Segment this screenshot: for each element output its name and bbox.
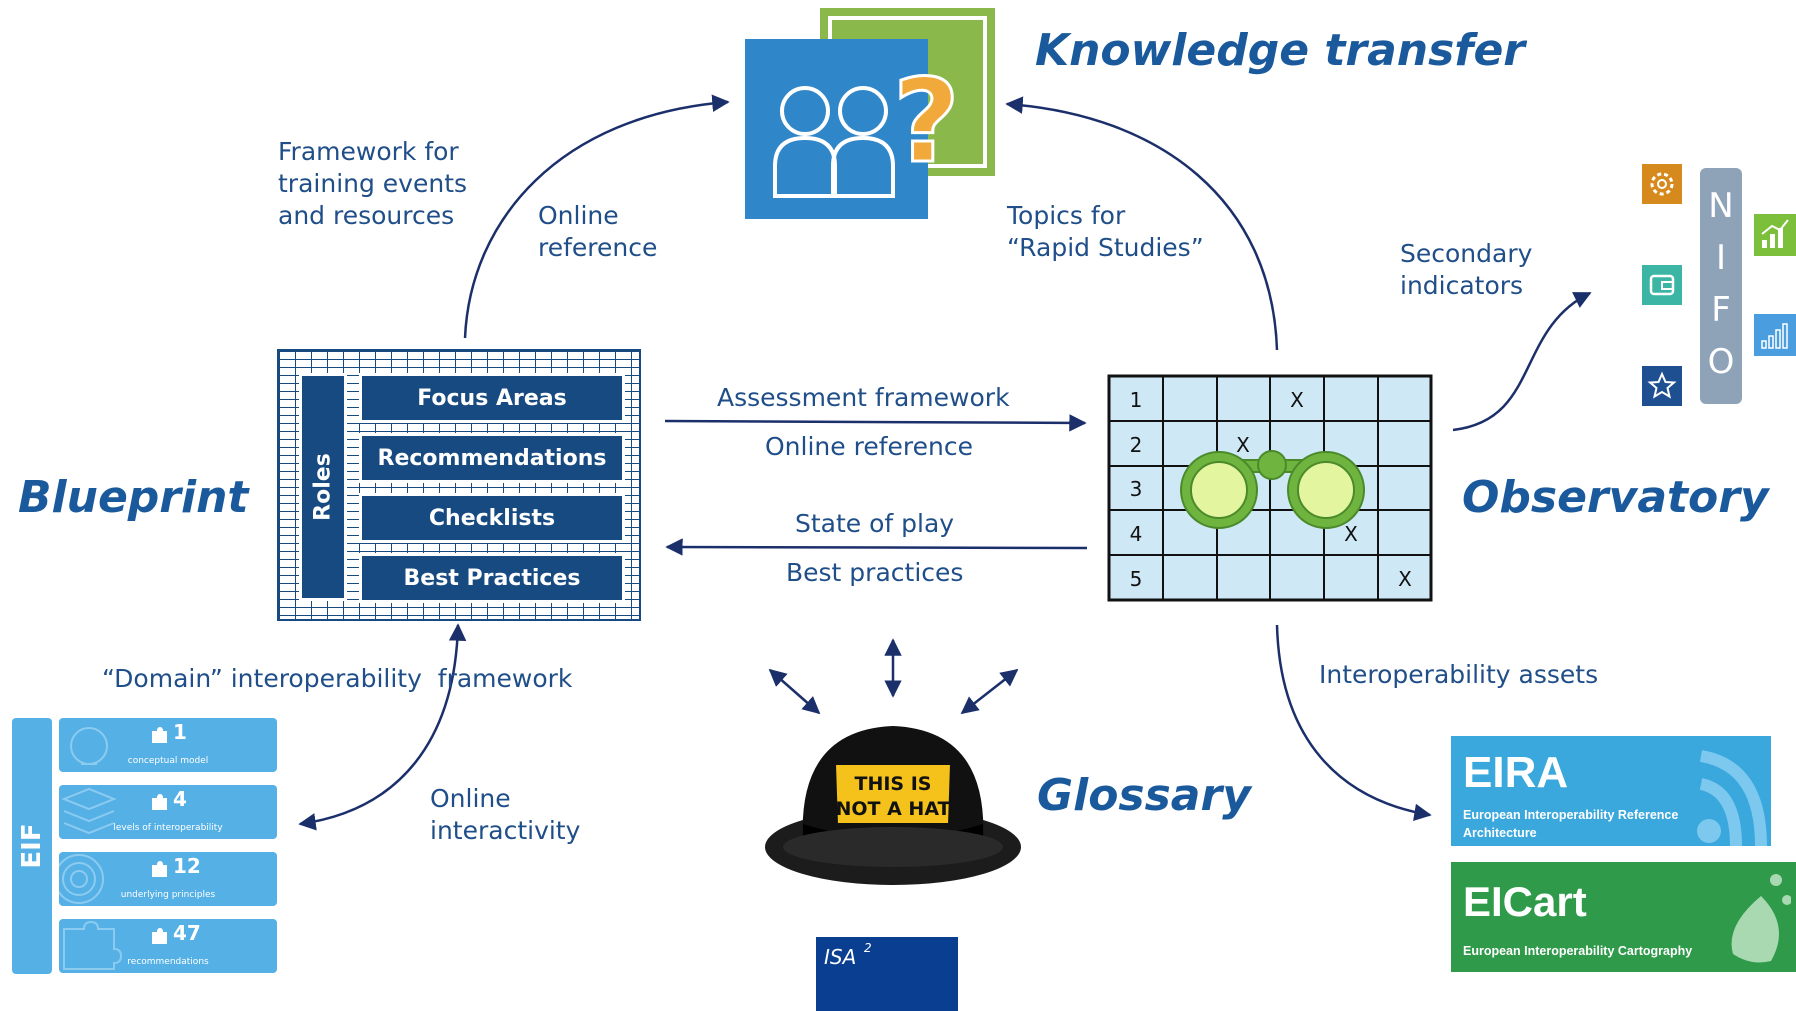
label-online-reference-top: Online reference <box>538 201 658 262</box>
title-glossary: Glossary <box>1037 770 1251 821</box>
eicart-logo: EICart European Interoperability Cartogr… <box>1451 862 1796 972</box>
nifo-letter: O <box>1707 342 1735 382</box>
blueprint-item-focus-areas: Focus Areas <box>359 373 625 423</box>
label-assessment-framework: Assessment framework <box>717 383 1010 412</box>
leaf-icon <box>1731 874 1791 963</box>
grid-row-label: 1 <box>1130 388 1143 412</box>
isa-superscript: 2 <box>864 941 872 955</box>
puzzle-icon <box>152 861 167 877</box>
nifo-letter: N <box>1708 186 1734 226</box>
arrow-blueprint-eif <box>298 623 467 831</box>
wallet-icon <box>1642 265 1682 305</box>
gear-icon <box>1642 164 1682 204</box>
signal-waves-icon <box>1697 750 1767 846</box>
arrow-blueprint-to-observatory <box>664 414 1087 432</box>
puzzle-icon <box>152 928 167 944</box>
label-best-practices: Best practices <box>786 558 964 587</box>
hat-sign-line2: NOT A HAT <box>835 798 950 820</box>
observatory-grid: 1 2 3 4 5 X X X X <box>1107 374 1433 602</box>
question-mark-icon: ? <box>893 55 960 189</box>
grid-mark: X <box>1290 388 1304 412</box>
label-online-interactivity: Online interactivity <box>430 784 581 845</box>
grid-row-label: 4 <box>1130 522 1143 546</box>
arrow-observatory-to-assets <box>1275 624 1432 822</box>
title-observatory: Observatory <box>1462 472 1769 523</box>
roles-label: Roles <box>310 453 336 521</box>
label-topics-rapid-studies: Topics for “Rapid Studies” <box>1007 201 1204 262</box>
eira-title: EIRA <box>1463 748 1569 797</box>
eif-card-caption: levels of interoperability <box>113 823 223 833</box>
eif-card-number: 4 <box>173 787 187 811</box>
eif-card: 12 underlying principles <box>59 852 277 906</box>
isa-logo: ISA 2 <box>816 937 958 1011</box>
arrow-hat-left <box>768 668 821 715</box>
isa-text: ISA <box>824 945 857 969</box>
eif-card-caption: recommendations <box>127 957 209 967</box>
bowler-hat-icon: THIS IS NOT A HAT <box>765 726 1021 885</box>
roles-bar: Roles <box>299 373 347 601</box>
label-online-reference-mid: Online reference <box>765 432 973 461</box>
nifo-bar: N I F O <box>1700 168 1742 404</box>
blueprint-item-checklists: Checklists <box>359 493 625 543</box>
eicart-subtitle: European Interoperability Cartography <box>1463 944 1693 958</box>
eira-logo: EIRA European Interoperability Reference… <box>1451 736 1771 846</box>
grid-row-label: 3 <box>1130 477 1143 501</box>
puzzle-icon <box>152 794 167 810</box>
binoculars-icon <box>1180 450 1365 529</box>
layers-icon <box>61 787 117 835</box>
label-framework-training: Framework for training events and resour… <box>278 137 468 230</box>
eif-card-caption: conceptual model <box>127 756 209 766</box>
label-secondary-indicators: Secondary indicators <box>1400 239 1533 300</box>
eif-label: EIF <box>17 823 47 869</box>
grid-mark: X <box>1236 433 1250 457</box>
grid-mark: X <box>1398 567 1412 591</box>
blueprint-item-best-practices: Best Practices <box>359 553 625 603</box>
eicart-title: EICart <box>1463 878 1587 925</box>
eif-card: 4 levels of interoperability <box>59 785 277 839</box>
label-interoperability-assets: Interoperability assets <box>1319 660 1599 689</box>
puzzle-icon <box>152 727 167 743</box>
eif-card: 1 conceptual model <box>59 718 277 772</box>
puzzle-pieces-icon <box>63 920 123 970</box>
knowledge-transfer-icon: ? <box>745 8 995 219</box>
grid-row-label: 5 <box>1130 567 1143 591</box>
growth-chart-icon <box>1754 214 1796 256</box>
grid-row-label: 2 <box>1130 433 1143 457</box>
bar-chart-icon <box>1754 314 1796 356</box>
arrow-hat-right <box>960 668 1019 715</box>
target-icon <box>59 854 104 904</box>
arrow-blueprint-to-knowledge <box>463 94 730 339</box>
hat-sign-line1: THIS IS <box>855 773 932 795</box>
eif-card: 47 recommendations <box>59 919 277 973</box>
title-blueprint: Blueprint <box>18 472 249 523</box>
title-knowledge-transfer: Knowledge transfer <box>1035 25 1525 76</box>
arrow-observatory-to-blueprint <box>665 538 1088 556</box>
eif-card-number: 12 <box>173 854 201 878</box>
eif-card-caption: underlying principles <box>120 890 216 900</box>
lightbulb-icon <box>70 727 108 765</box>
eif-card-number: 47 <box>173 921 201 945</box>
arrow-observatory-to-knowledge <box>1005 96 1279 351</box>
blueprint-panel: Roles Focus Areas Recommendations Checkl… <box>277 349 641 621</box>
nifo-letter: F <box>1711 290 1731 330</box>
eira-subtitle: European Interoperability Reference Arch… <box>1463 808 1679 840</box>
blueprint-item-recommendations: Recommendations <box>359 433 625 483</box>
label-state-of-play: State of play <box>795 509 955 538</box>
eif-bar: EIF <box>12 718 52 974</box>
grid-mark: X <box>1344 522 1358 546</box>
eif-card-number: 1 <box>173 720 187 744</box>
arrow-observatory-to-nifo <box>1452 291 1592 432</box>
nifo-letter: I <box>1715 238 1727 278</box>
label-domain-framework: “Domain” interoperability framework <box>102 664 573 693</box>
star-icon <box>1642 366 1682 406</box>
